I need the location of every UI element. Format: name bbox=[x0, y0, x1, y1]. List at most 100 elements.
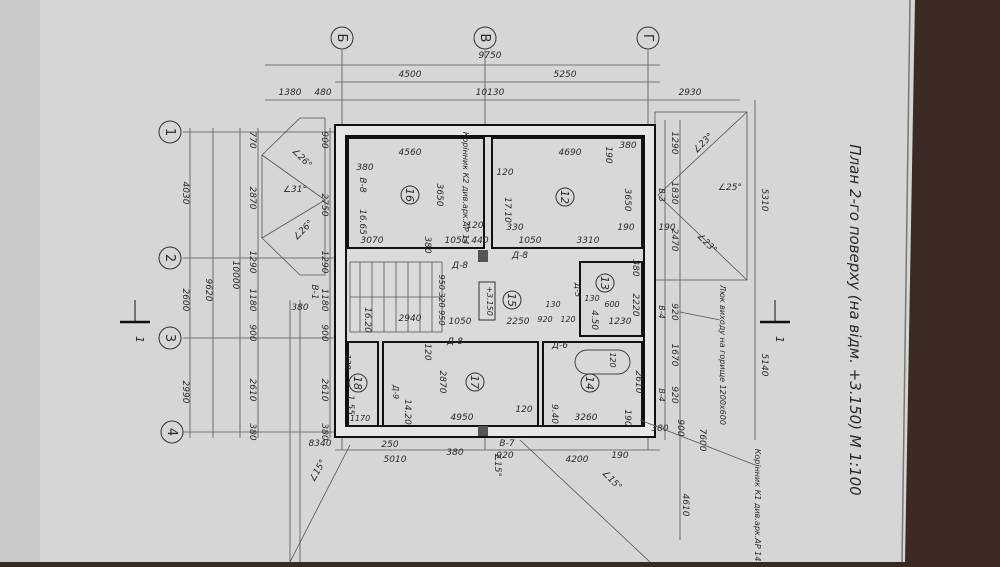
dimension-label: 3650 bbox=[622, 189, 632, 212]
dimension-label: 1050 bbox=[449, 317, 472, 327]
dimension-label: 380 bbox=[291, 303, 308, 313]
dimension-label: 1 bbox=[133, 336, 146, 343]
staircase bbox=[349, 261, 443, 333]
dimension-label: 1290 bbox=[247, 251, 257, 274]
dimension-label: 380 bbox=[247, 423, 257, 440]
section-marks: 1 1 bbox=[120, 300, 790, 343]
axis-label-b: Б bbox=[334, 34, 349, 43]
dimension-label: 900 bbox=[319, 324, 329, 341]
bathtub-icon bbox=[574, 349, 631, 375]
dimension-label: 380 bbox=[356, 163, 373, 173]
dimension-label: Д-8 bbox=[511, 251, 528, 261]
dimension-label: 4610 bbox=[680, 494, 690, 517]
dimension-label: Д-8 bbox=[446, 337, 463, 347]
dimension-label: 1290 bbox=[319, 251, 329, 274]
dimension-label: 5250 bbox=[554, 70, 577, 80]
dimension-label: 3070 bbox=[361, 236, 384, 246]
drawing-title: План 2-го поверху (на відм. +3.150) М 1:… bbox=[846, 144, 864, 495]
dimension-label: 5310 bbox=[759, 189, 769, 212]
dimension-label: 2610 bbox=[247, 379, 257, 402]
dimension-label: 17.10 bbox=[502, 197, 512, 223]
dimension-label: Д-5 bbox=[573, 282, 582, 297]
dimension-label: 3310 bbox=[577, 236, 600, 246]
dimension-label: 1230 bbox=[609, 317, 632, 327]
dimension-label: 380 bbox=[630, 259, 640, 276]
dimension-label: 9.40 bbox=[549, 404, 559, 424]
roof-outlines bbox=[261, 111, 748, 563]
dimension-label: 1050 bbox=[445, 236, 468, 246]
room-12-number: 12 bbox=[558, 190, 571, 204]
dimension-label: 120 bbox=[422, 343, 432, 360]
dimension-label: 2870 bbox=[437, 371, 447, 394]
dimension-label: 10000 bbox=[230, 261, 240, 290]
dimension-label: 4560 bbox=[399, 148, 422, 158]
dimension-label: 380 bbox=[422, 236, 432, 253]
axis-label-3: 3 bbox=[162, 334, 177, 342]
dimension-label: 190 bbox=[617, 223, 634, 233]
dimension-label: 16.65 bbox=[357, 209, 367, 235]
dimension-label: 900 bbox=[319, 131, 329, 148]
dimension-label: 2990 bbox=[180, 381, 190, 404]
dimension-label: 950 320 950 bbox=[437, 275, 446, 326]
dimension-label: 2870 bbox=[247, 187, 257, 210]
dimension-label: 190 bbox=[603, 146, 613, 163]
dimension-label: 3650 bbox=[434, 184, 444, 207]
dimension-label: 190 bbox=[611, 451, 628, 461]
dimension-label: 14.20 bbox=[402, 399, 412, 425]
dimension-label: 2750 bbox=[319, 194, 329, 217]
dimension-label: ∠31° bbox=[283, 185, 307, 195]
dimension-label: В-3 bbox=[657, 188, 666, 201]
dimension-label: 1050 bbox=[519, 236, 542, 246]
chimney-k1-note: Корінник К1 див.арк.АР 14 bbox=[753, 449, 762, 562]
room-18-number: 18 bbox=[351, 376, 364, 390]
chimney-k2-note: Корінник К2 див.арк.АР 14 bbox=[461, 132, 470, 245]
dimension-label: 250 bbox=[381, 440, 398, 450]
dimension-label: 600 bbox=[604, 300, 619, 309]
dimension-label: 330 bbox=[506, 223, 523, 233]
dimension-label: 2610 bbox=[319, 379, 329, 402]
room-markers bbox=[348, 185, 615, 393]
dimension-label: 1170 bbox=[350, 414, 370, 423]
dimension-label: 1830 bbox=[669, 182, 679, 205]
dimension-label: 2250 bbox=[507, 317, 530, 327]
dimension-label: 920 bbox=[669, 386, 679, 403]
dimension-label: 9750 bbox=[479, 51, 502, 61]
dimension-label: 770 bbox=[247, 131, 257, 148]
dimension-label: 1380 bbox=[279, 88, 302, 98]
dimension-label: 120 bbox=[608, 352, 617, 367]
dimension-label: 4950 bbox=[451, 413, 474, 423]
axis-label-v: В bbox=[477, 34, 492, 43]
room-15-number: 15 bbox=[505, 293, 518, 307]
dimension-label: 1.55 bbox=[345, 395, 355, 415]
dimension-label: 900 bbox=[675, 419, 685, 436]
dimension-label: 380 bbox=[619, 141, 636, 151]
dimension-label: 2940 bbox=[399, 314, 422, 324]
dimension-label: 4500 bbox=[399, 70, 422, 80]
dimension-label: 4.50 bbox=[589, 310, 599, 330]
dimension-label: 4200 bbox=[566, 455, 589, 465]
dimension-label: 440 bbox=[471, 236, 488, 246]
level-mark: +3.150 bbox=[485, 286, 494, 316]
dimension-label: 380 bbox=[446, 448, 463, 458]
room-17-number: 17 bbox=[468, 375, 481, 389]
dimension-label: 1670 bbox=[669, 344, 679, 367]
dimension-label: 16.20 bbox=[362, 307, 372, 333]
dimension-label: 920 bbox=[669, 303, 679, 320]
dimension-label: 7600 bbox=[697, 429, 707, 452]
dimension-label: 130 bbox=[343, 354, 352, 369]
dimension-label: 1290 bbox=[669, 132, 679, 155]
dimension-label: 5140 bbox=[759, 354, 769, 377]
dimension-label: 2220 bbox=[630, 294, 640, 317]
dimension-label: 3260 bbox=[575, 413, 598, 423]
dimension-label: 1180 bbox=[319, 289, 329, 312]
dimension-label: 4690 bbox=[559, 148, 582, 158]
axis-label-2: 2 bbox=[162, 254, 177, 262]
dimension-label: 120 bbox=[496, 168, 513, 178]
dimension-label: 2470 bbox=[669, 229, 679, 252]
dimension-label: 10130 bbox=[476, 88, 505, 98]
dimension-label: 5010 bbox=[384, 455, 407, 465]
dimension-label: 920 bbox=[537, 315, 552, 324]
room-14-number: 14 bbox=[583, 376, 596, 390]
